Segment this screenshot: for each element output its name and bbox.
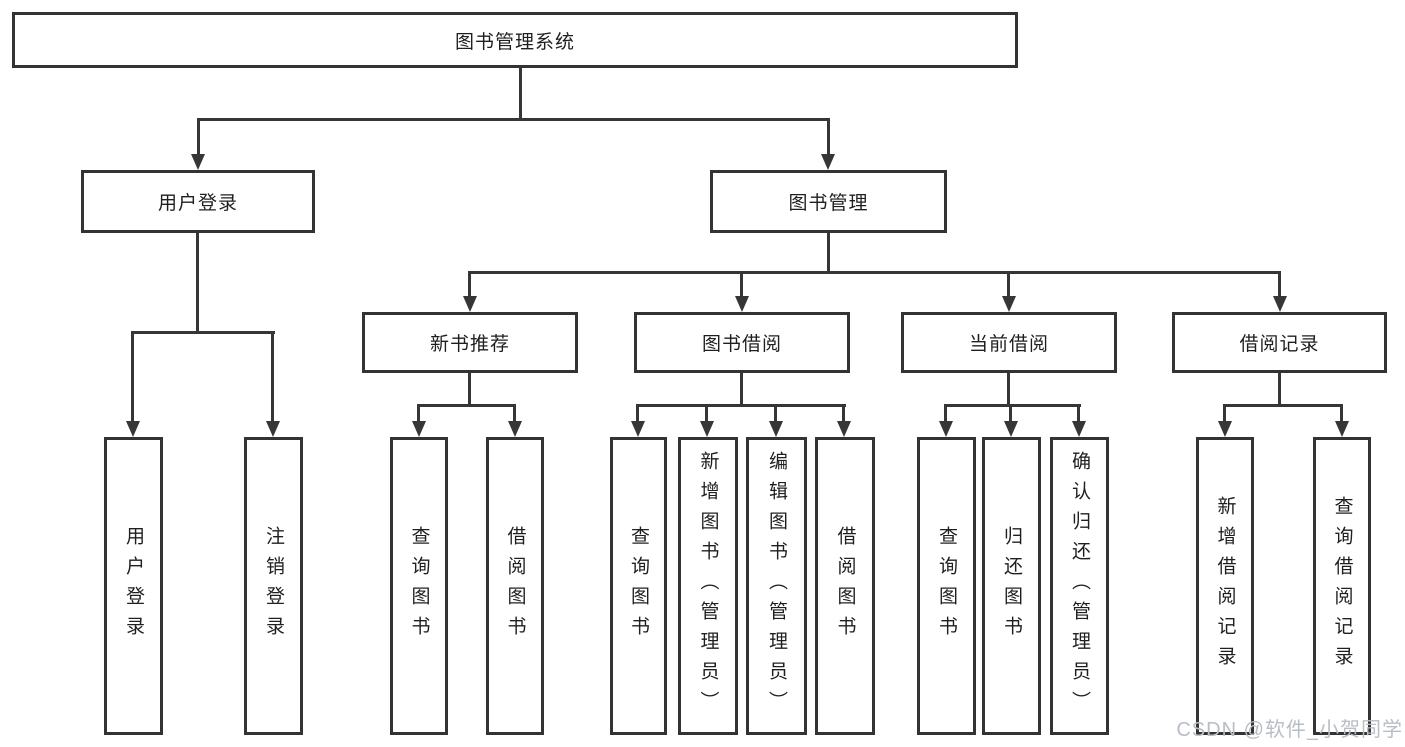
leaf-current-return-label: 归还图书 [1001,526,1022,646]
connector-root-hbar [197,118,830,121]
connector-newbooks-drop [468,373,471,407]
connector-currentborrow-drop [1007,373,1010,407]
connector-currentborrow-leaf1-line [944,404,947,423]
connector-userlogin-hbar [131,331,275,334]
connector-bookmgmt-drop [827,233,830,274]
node-new-books-label: 新书推荐 [429,334,510,355]
node-book-borrow: 图书借阅 [634,312,850,373]
node-user-login-label: 用户登录 [157,193,238,214]
leaf-logout-label: 注销登录 [263,526,284,646]
arrow-currentborrow-leaf1 [939,421,953,437]
arrow-currentborrow-leaf2 [1004,421,1018,437]
connector-to-borrowrecords-line [1278,271,1281,298]
connector-userlogin-drop [196,233,199,334]
node-current-borrow: 当前借阅 [901,312,1117,373]
connector-borrowrecords-leaf1-line [1223,404,1226,423]
arrow-newbooks-leaf1 [412,421,426,437]
node-book-mgmt: 图书管理 [710,170,947,233]
leaf-records-query-label: 查询借阅记录 [1331,496,1353,676]
connector-bookborrow-leaf1-line [636,404,639,423]
connector-currentborrow-leaf2-line [1009,404,1012,423]
leaf-records-query: 查询借阅记录 [1313,437,1371,735]
leaf-current-query-label: 查询图书 [936,526,957,646]
leaf-current-return: 归还图书 [982,437,1041,735]
connector-newbooks-hbar [417,404,516,407]
node-root-label: 图书管理系统 [454,31,575,53]
node-book-borrow-label: 图书借阅 [701,334,782,355]
arrow-currentborrow-leaf3 [1072,421,1086,437]
connector-currentborrow-leaf3-line [1077,404,1080,423]
arrow-bookborrow-leaf3 [769,421,783,437]
node-user-login: 用户登录 [81,170,315,233]
connector-bookborrow-drop [740,373,743,407]
connector-borrowrecords-drop [1278,373,1281,407]
leaf-records-add-label: 新增借阅记录 [1214,496,1236,676]
leaf-newbooks-borrow: 借阅图书 [486,437,544,735]
connector-currentborrow-hbar [944,404,1081,407]
node-current-borrow-label: 当前借阅 [968,334,1049,355]
connector-newbooks-leaf1-line [417,404,420,423]
node-borrow-records: 借阅记录 [1172,312,1387,373]
leaf-current-confirm-admin-label: 确认归还（管理员） [1069,451,1090,721]
leaf-newbooks-query-label: 查询图书 [408,526,430,646]
leaf-logout: 注销登录 [244,437,303,735]
connector-to-user-login-line [197,118,200,157]
connector-borrowrecords-leaf2-line [1340,404,1343,423]
node-new-books: 新书推荐 [362,312,578,373]
connector-bookborrow-hbar [636,404,846,407]
connector-bookborrow-leaf2-line [705,404,708,423]
arrow-to-newbooks [463,296,477,312]
arrow-newbooks-leaf2 [508,421,522,437]
arrow-borrowrecords-leaf1 [1218,421,1232,437]
leaf-newbooks-query: 查询图书 [390,437,448,735]
connector-bookborrow-leaf4-line [842,404,845,423]
leaf-current-confirm-admin: 确认归还（管理员） [1050,437,1109,735]
arrow-borrowrecords-leaf2 [1335,421,1349,437]
connector-to-book-mgmt-line [827,118,830,157]
node-borrow-records-label: 借阅记录 [1239,334,1320,355]
arrow-to-leaf-userlogin [126,421,140,437]
connector-borrowrecords-hbar [1223,404,1343,407]
connector-to-currentborrow-line [1007,271,1010,298]
arrow-bookborrow-leaf2 [700,421,714,437]
leaf-borrow-edit-admin-label: 编辑图书（管理员） [766,451,787,721]
csdn-watermark: CSDN @软件_小贺同学 [1176,719,1403,741]
leaf-borrow-query: 查询图书 [610,437,667,735]
arrow-to-bookborrow [735,296,749,312]
arrow-to-user-login [191,154,205,170]
leaf-borrow-borrow: 借阅图书 [815,437,875,735]
leaf-borrow-add-admin-label: 新增图书（管理员） [697,451,719,721]
connector-bookborrow-leaf3-line [774,404,777,423]
connector-newbooks-leaf2-line [513,404,516,423]
leaf-borrow-edit-admin: 编辑图书（管理员） [746,437,807,735]
connector-to-leaf-logout-line [271,331,274,423]
arrow-to-borrowrecords [1273,296,1287,312]
leaf-user-login-label: 用户登录 [123,526,144,646]
connector-to-bookborrow-line [740,271,743,298]
arrow-bookborrow-leaf4 [837,421,851,437]
leaf-borrow-query-label: 查询图书 [628,526,649,646]
connector-to-newbooks-line [468,271,471,298]
leaf-borrow-borrow-label: 借阅图书 [834,526,856,646]
leaf-records-add: 新增借阅记录 [1196,437,1254,735]
leaf-newbooks-borrow-label: 借阅图书 [504,526,526,646]
node-book-mgmt-label: 图书管理 [788,193,869,214]
arrow-bookborrow-leaf1 [631,421,645,437]
connector-to-leaf-userlogin-line [131,331,134,423]
node-root: 图书管理系统 [12,12,1018,68]
connector-bookmgmt-hbar [468,271,1281,274]
arrow-to-book-mgmt [821,154,835,170]
arrow-to-leaf-logout [266,421,280,437]
leaf-user-login: 用户登录 [104,437,163,735]
leaf-current-query: 查询图书 [917,437,976,735]
connector-root-drop [519,68,522,120]
arrow-to-currentborrow [1002,296,1016,312]
leaf-borrow-add-admin: 新增图书（管理员） [678,437,738,735]
